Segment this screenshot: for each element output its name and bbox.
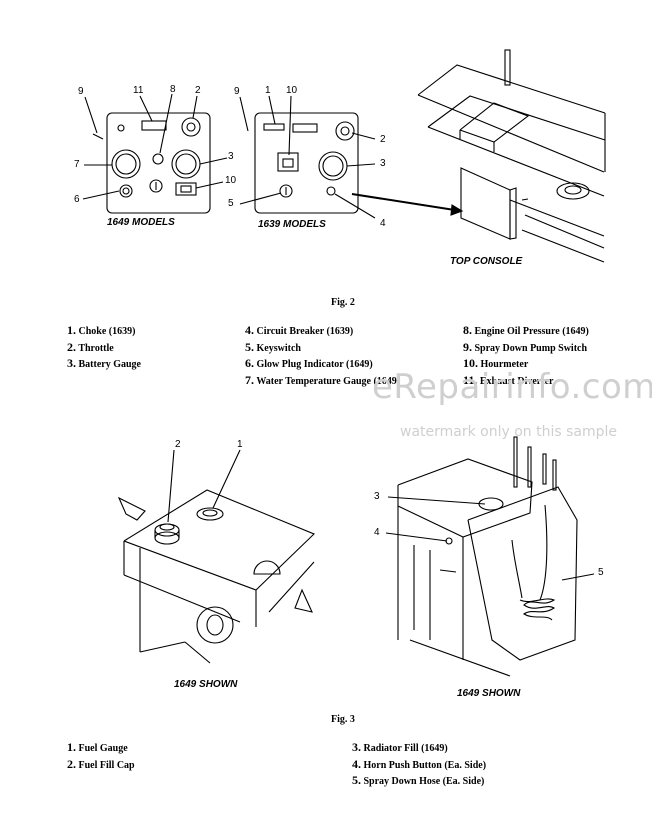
callout-7: 7	[74, 159, 80, 170]
panel-1639-caption: 1639 MODELS	[258, 219, 326, 230]
callout-3: 3	[228, 151, 234, 162]
callout-2: 2	[195, 85, 201, 96]
legend-item: 3. Radiator Fill (1649)	[352, 740, 448, 754]
legend-item: 3. Battery Gauge	[67, 356, 141, 370]
callout-11: 11	[133, 85, 144, 96]
callout-4-right: 4	[380, 218, 386, 229]
watermark-brand: eRepairinfo.com	[372, 367, 652, 407]
legend-item: 8. Engine Oil Pressure (1649)	[463, 323, 589, 337]
legend-item: 2. Fuel Fill Cap	[67, 756, 135, 771]
panel-1649-drawing	[82, 93, 228, 214]
callout-4-fig3: 4	[374, 527, 380, 538]
legend-item: 1. Choke (1639)	[67, 323, 136, 337]
legend-item: 6. Glow Plug Indicator (1649)	[245, 356, 373, 370]
legend-item: 1. Fuel Gauge	[67, 740, 128, 754]
callout-10-right: 10	[286, 85, 298, 96]
legend-item: 5. Spray Down Hose (Ea. Side)	[352, 773, 485, 787]
fuel-tank-drawing	[117, 449, 315, 664]
legend-item: 11. Exhaust Diverter	[463, 372, 554, 387]
callout-3-fig3: 3	[374, 491, 380, 502]
legend-item: 9. Spray Down Pump Switch	[463, 339, 588, 354]
callout-5-right: 5	[228, 198, 234, 209]
fig3-right-caption: 1649 SHOWN	[457, 688, 521, 699]
legend-item: 4. Horn Push Button (Ea. Side)	[352, 756, 487, 771]
legend-item: 4. Circuit Breaker (1639)	[245, 323, 354, 337]
callout-8: 8	[170, 84, 176, 95]
legend-item: 10. Hourmeter	[463, 356, 529, 370]
callout-10: 10	[225, 175, 237, 186]
fig2-title: Fig. 2	[331, 297, 355, 308]
callout-5-fig3: 5	[598, 567, 604, 578]
radiator-hood-drawing	[385, 436, 595, 677]
top-console-drawing	[417, 49, 606, 263]
callout-2-right: 2	[380, 134, 386, 145]
callout-9-right: 9	[234, 86, 240, 97]
callout-6: 6	[74, 194, 80, 205]
top-console-caption: TOP CONSOLE	[450, 256, 523, 267]
callout-9: 9	[78, 86, 84, 97]
fig3-legend-col2: 3. Radiator Fill (1649) 4. Horn Push But…	[352, 740, 486, 790]
fig2-legend-col1: 1. Choke (1639) 2. Throttle 3. Battery G…	[67, 323, 141, 373]
legend-item: 7. Water Temperature Gauge (1649)	[245, 372, 401, 387]
fig3-legend-col1: 1. Fuel Gauge 2. Fuel Fill Cap	[67, 740, 135, 773]
fig3-left-caption: 1649 SHOWN	[174, 679, 238, 690]
legend-item: 2. Throttle	[67, 339, 114, 354]
fig2-legend-col2: 4. Circuit Breaker (1639) 5. Keyswitch 6…	[245, 323, 400, 389]
callout-1-fig3: 1	[237, 439, 243, 450]
callout-2-fig3: 2	[175, 439, 181, 450]
callout-3-right: 3	[380, 158, 386, 169]
fig3-title: Fig. 3	[331, 714, 355, 725]
watermark-note: watermark only on this sample	[400, 424, 618, 440]
panel-1649-caption: 1649 MODELS	[107, 217, 175, 228]
panel-1639-drawing	[239, 95, 464, 219]
legend-item: 5. Keyswitch	[245, 339, 301, 354]
callout-1-right: 1	[265, 85, 271, 96]
fig2-legend-col3: 8. Engine Oil Pressure (1649) 9. Spray D…	[463, 323, 589, 389]
